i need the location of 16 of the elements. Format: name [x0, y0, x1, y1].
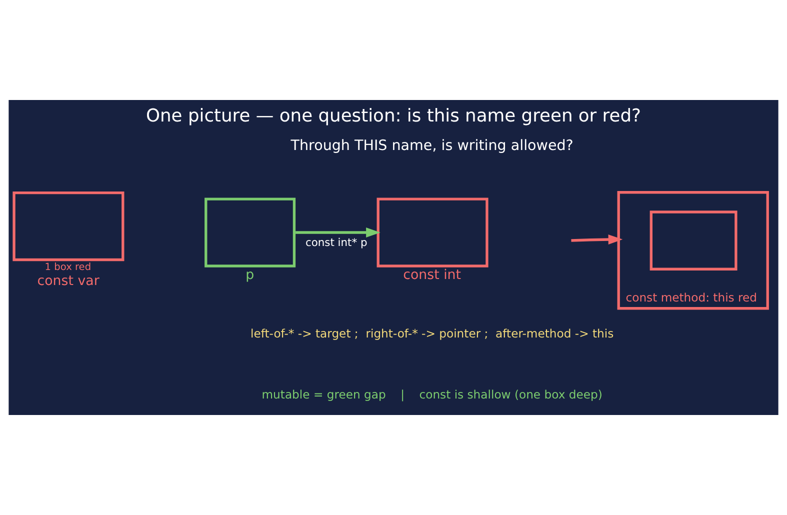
node-label: 1 box red: [44, 262, 92, 273]
label: left-of-* -> target ; right-of-* -> pointer ; after-method -> this: [250, 326, 614, 341]
node-box: [12, 191, 124, 262]
label: Through THIS name, is writing allowed?: [290, 138, 574, 154]
node-box: [204, 198, 296, 268]
node-box: [376, 198, 488, 268]
node-label: p: [246, 268, 254, 283]
label: mutable = green gap | const is shallow (one box deep): [262, 387, 602, 402]
node-label: const int: [403, 268, 462, 283]
diagram-title: One picture — one question: is this name green or red?: [146, 105, 642, 126]
arrow: [571, 234, 623, 245]
node-label: const var: [37, 274, 100, 290]
arrow: [296, 228, 380, 238]
edge-label: const int* p: [305, 236, 368, 249]
cluster: const method: this red: [617, 191, 769, 310]
node-box: [650, 210, 738, 270]
